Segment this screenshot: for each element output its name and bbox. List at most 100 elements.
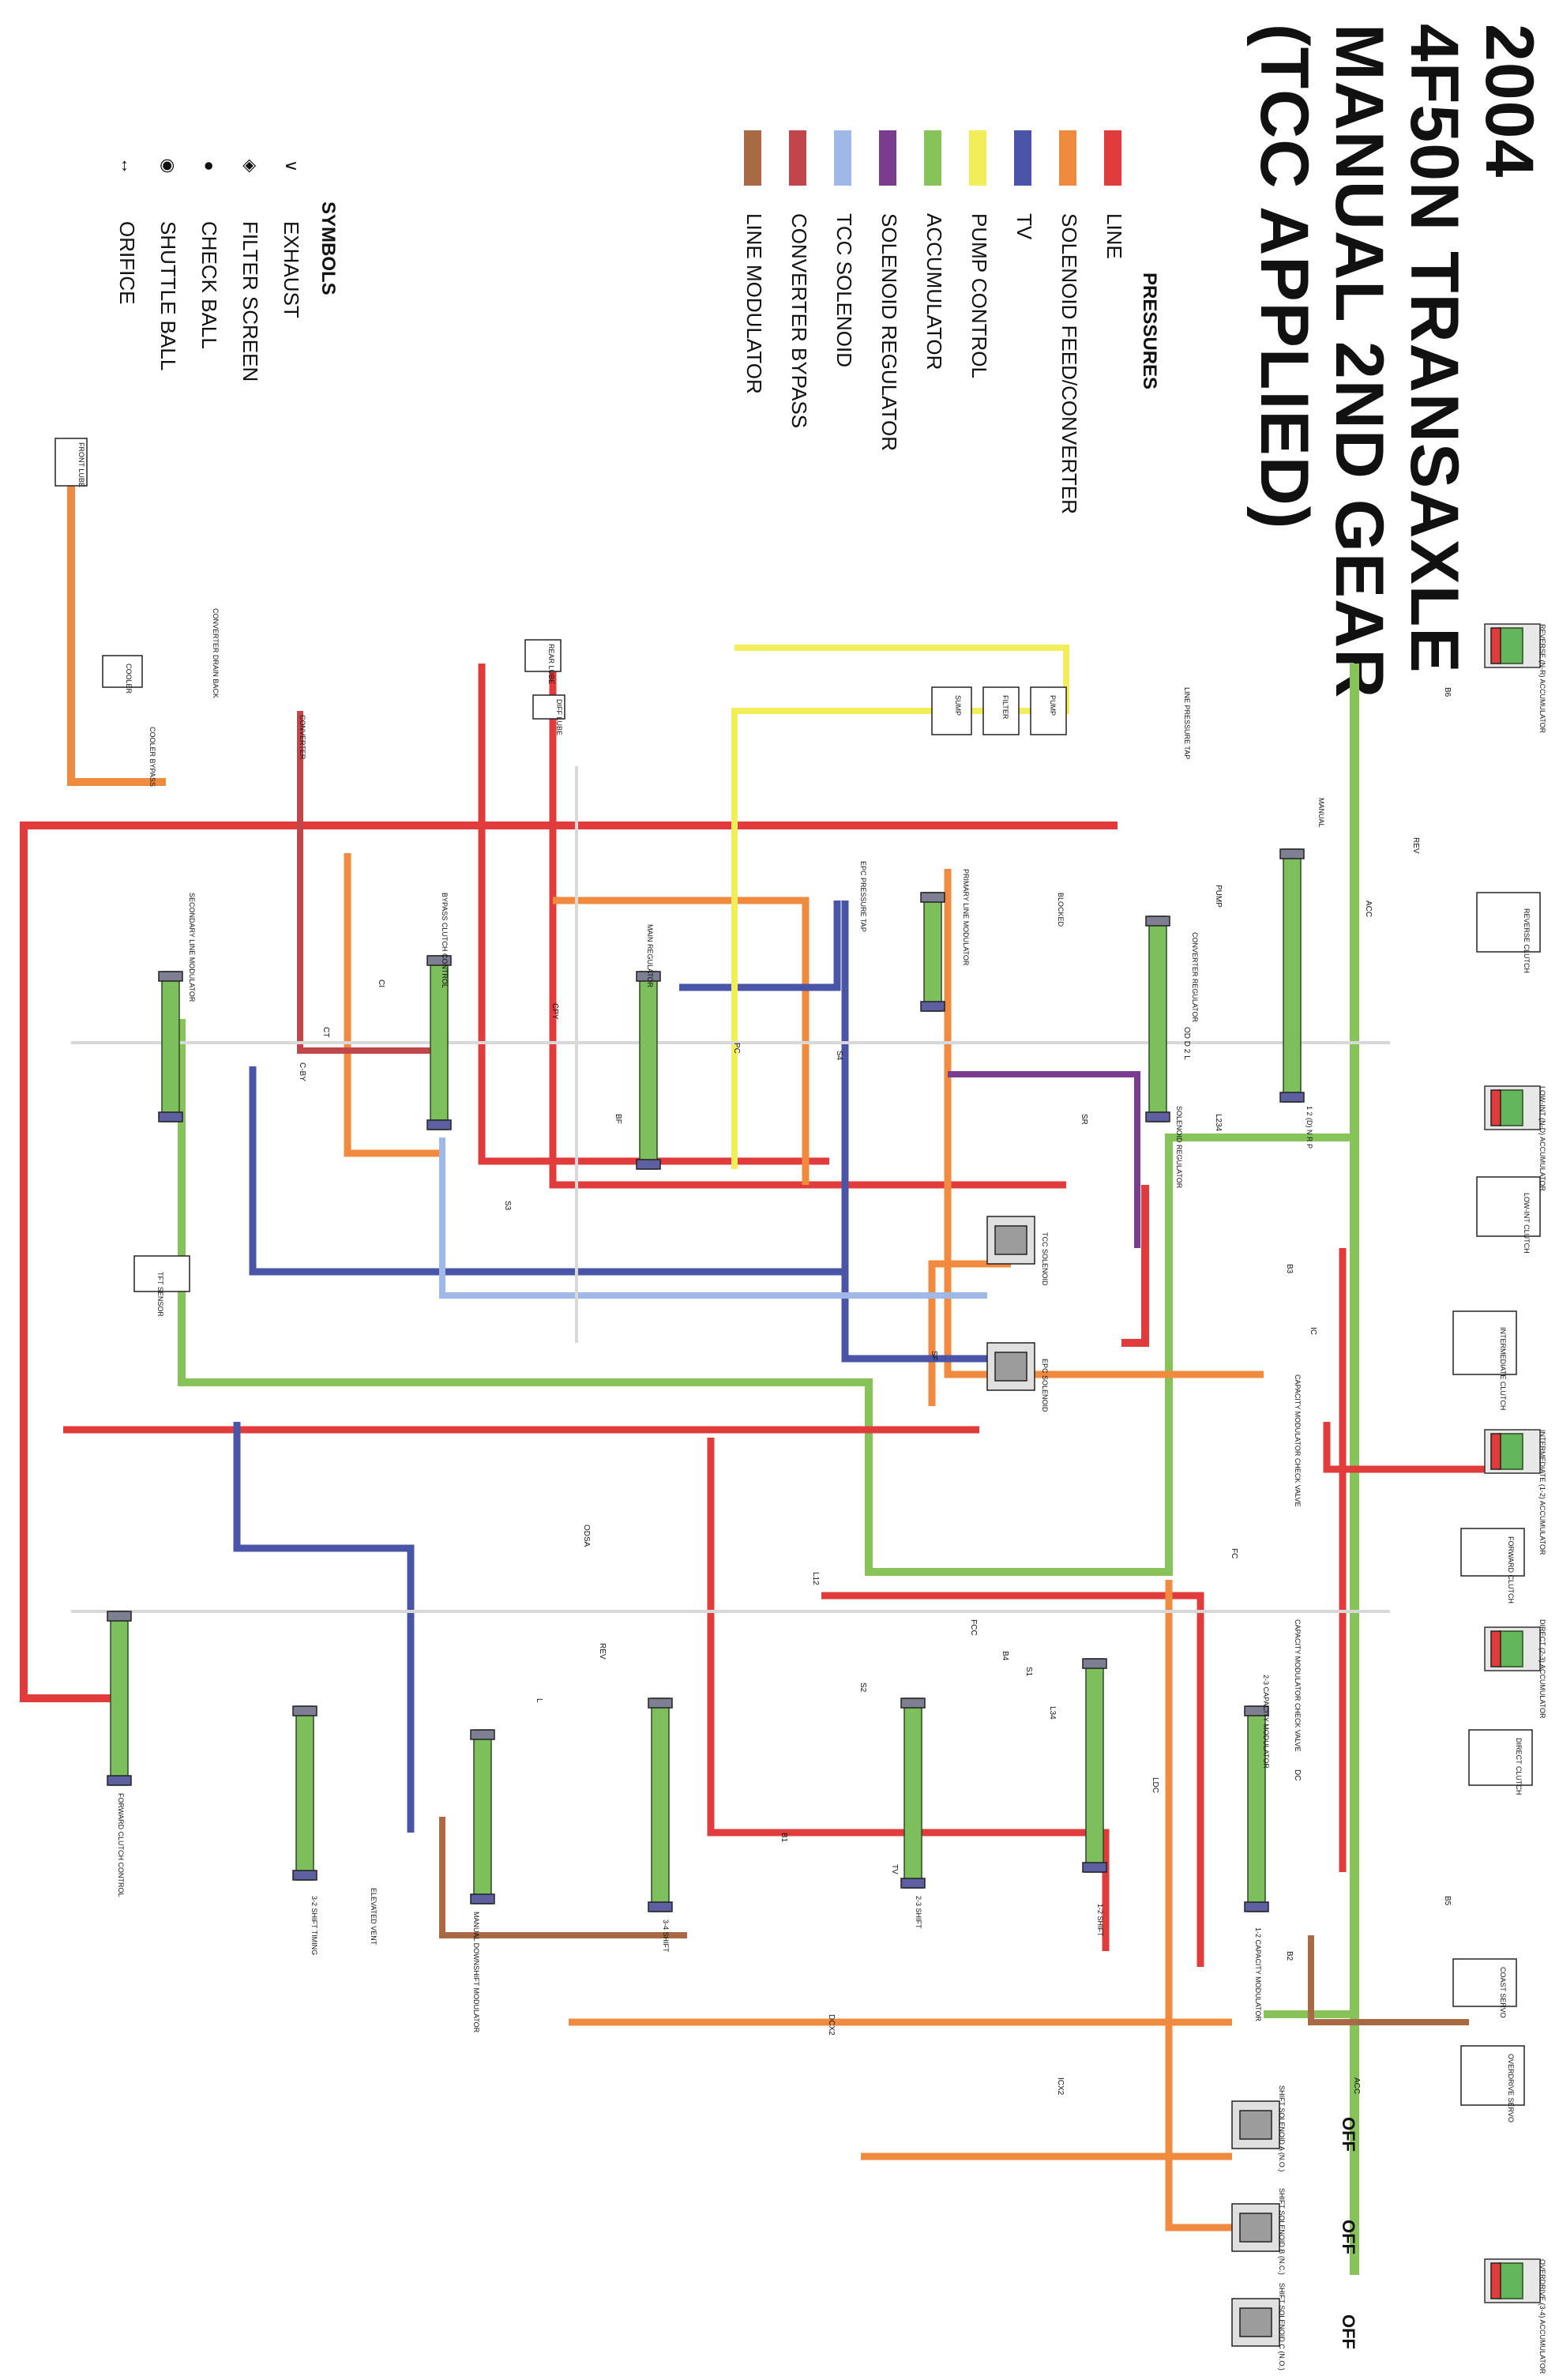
solenoid-b-state: OFF xyxy=(1339,2220,1358,2254)
tcc-sol xyxy=(439,1137,987,1299)
label-secondary-line-modulator: SECONDARY LINE MODULATOR xyxy=(188,893,196,1002)
overdrive-accumulator-head xyxy=(1490,2262,1501,2299)
label-shift-23: 2-3 SHIFT xyxy=(915,1896,922,1929)
label-tcc-solenoid: TCC SOLENOID xyxy=(1041,1232,1049,1286)
solenoid-c-state: OFF xyxy=(1339,2314,1358,2349)
capacity-modulator-valve-end xyxy=(1244,1901,1269,1912)
line-main-3 xyxy=(1121,1185,1149,1347)
forward-clutch-control-valve-cap xyxy=(107,1611,132,1622)
coast-servo-box xyxy=(1452,1958,1517,2007)
label-forward-clutch: FORWARD CLUTCH xyxy=(1507,1536,1515,1604)
label-rev-accumulator: REVERSE (N-R) ACCUMULATOR xyxy=(1538,624,1546,734)
circuit-label: REV xyxy=(598,1643,607,1660)
label-rear-lube: REAR LUBE xyxy=(547,644,555,684)
shift-12-valve-cap xyxy=(1082,1658,1107,1669)
direct-clutch-box xyxy=(1468,1729,1533,1786)
converter-regulator-valve-cap xyxy=(1145,916,1170,927)
main-regulator-valve-cap xyxy=(636,971,661,982)
label-front-lube: FRONT LUBE xyxy=(77,442,85,487)
shift-23-valve-end xyxy=(900,1878,926,1889)
line-main-5 xyxy=(549,648,1066,1189)
main-regulator-valve-end xyxy=(636,1159,661,1170)
circuit-label: B4 xyxy=(1001,1651,1009,1661)
label-overdrive-accumulator: OVERDRIVE (3-4) ACCUMULATOR xyxy=(1538,2259,1546,2374)
label-shift-solenoid-a: SHIFT SOLENOID A (N.O.) xyxy=(1278,2085,1286,2171)
label-overdrive-servo: OVERDRIVE SERVO xyxy=(1507,2054,1515,2122)
label-int-accumulator: INTERMEDIATE (1-2) ACCUMULATOR xyxy=(1538,1430,1546,1555)
label-epc-solenoid: EPC SOLENOID xyxy=(1041,1359,1049,1412)
forward-clutch-box xyxy=(1460,1528,1525,1577)
secondary-line-modulator-valve-cap xyxy=(158,971,183,982)
label-manual-downshift-modulator: MANUAL DOWNSHIFT MODULATOR xyxy=(472,1912,480,2033)
label-solenoid-regulator: SOLENOID REGULATOR xyxy=(1175,1106,1183,1189)
primary-line-modulator-valve xyxy=(923,892,942,1012)
circuit-label: FC xyxy=(1230,1548,1238,1558)
solfeed-7 xyxy=(344,853,442,1157)
tcc-solenoid-body-coil xyxy=(994,1225,1027,1255)
intermediate-accumulator-head xyxy=(1490,1433,1501,1470)
label-cap-12: 1-2 CAPACITY MODULATOR xyxy=(1254,1927,1262,2021)
reverse-clutch-box xyxy=(1476,892,1541,953)
intermediate-clutch-box xyxy=(1452,1310,1517,1375)
circuit-label: LDC xyxy=(1151,1777,1159,1793)
label-sump: SUMP xyxy=(954,695,962,716)
label-manual-positions: 1 2 (D) N R P xyxy=(1305,1106,1313,1149)
shift-32-timing-valve-end xyxy=(292,1870,317,1881)
cooler-box xyxy=(102,655,143,688)
circuit-label: IC xyxy=(1309,1327,1317,1335)
shift-solenoid-c-body-coil xyxy=(1239,2307,1272,2337)
circuit-label: B1 xyxy=(780,1833,788,1843)
shift-23-valve-cap xyxy=(900,1698,926,1709)
circuit-label: B6 xyxy=(1443,687,1452,697)
rear-lube-box xyxy=(524,639,562,672)
label-cap-23: 2-3 CAPACITY MODULATOR xyxy=(1262,1675,1270,1769)
converter-regulator-valve-end xyxy=(1145,1111,1170,1122)
line-mod-2 xyxy=(1308,1935,1469,2025)
circuit-label: B2 xyxy=(1285,1951,1294,1961)
label-shift-34: 3-4 SHIFT xyxy=(662,1919,670,1953)
primary-line-modulator-valve-cap xyxy=(920,892,945,903)
solfeed-6 xyxy=(553,897,810,1185)
direct-accumulator-piston xyxy=(1498,1630,1523,1668)
primary-line-modulator-valve-end xyxy=(920,1001,945,1012)
label-converter-regulator: CONVERTER REGULATOR xyxy=(1191,932,1199,1023)
conv-bypass xyxy=(297,711,442,1054)
reverse-accumulator-head xyxy=(1490,627,1501,664)
shift-32-timing-valve-cap xyxy=(292,1705,317,1716)
overdrive-accumulator-piston xyxy=(1498,2262,1523,2299)
label-low-int-clutch: LOW-INT CLUTCH xyxy=(1523,1193,1531,1254)
circuit-label: DC xyxy=(1293,1769,1302,1780)
circuit-label: PUMP xyxy=(1214,885,1223,908)
circuit-label: ICX2 xyxy=(1056,2077,1065,2096)
circuit-label: SF xyxy=(930,1351,938,1361)
diff-lube-box xyxy=(532,694,565,720)
accumulator-branch-1 xyxy=(178,1019,1354,1576)
line-main-10 xyxy=(1323,1422,1501,1473)
tv-4 xyxy=(679,900,841,991)
low-int-clutch-box xyxy=(1476,1176,1541,1237)
circuit-label: CPY xyxy=(550,1003,559,1020)
line-mod xyxy=(439,1817,687,1938)
reverse-accumulator-piston xyxy=(1498,627,1523,664)
label-primary-line-modulator: PRIMARY LINE MODULATOR xyxy=(962,869,970,966)
label-intermediate-clutch: INTERMEDIATE CLUTCH xyxy=(1499,1327,1507,1410)
label-filter: FILTER xyxy=(1001,695,1009,720)
shift-32-timing-valve xyxy=(295,1705,314,1881)
low-int-accumulator-head xyxy=(1490,1089,1501,1126)
label-pump: PUMP xyxy=(1049,695,1057,716)
label-cooler: COOLER xyxy=(125,664,133,694)
circuit-label: L12 xyxy=(811,1572,820,1585)
circuit-label: ODSA xyxy=(582,1525,591,1547)
label-shift-32-timing: 3-2 SHIFT TIMING xyxy=(310,1896,318,1955)
shift-solenoid-a-body-coil xyxy=(1239,2110,1272,2140)
shift-34-valve-cap xyxy=(648,1698,673,1709)
intermediate-accumulator-piston xyxy=(1498,1433,1523,1470)
circuit-label: B5 xyxy=(1443,1896,1452,1906)
label-converter: CONVERTER xyxy=(299,715,306,760)
shift-34-valve-end xyxy=(648,1901,673,1912)
line-main-1 xyxy=(20,822,1118,1540)
circuit-label: S3 xyxy=(503,1201,512,1211)
